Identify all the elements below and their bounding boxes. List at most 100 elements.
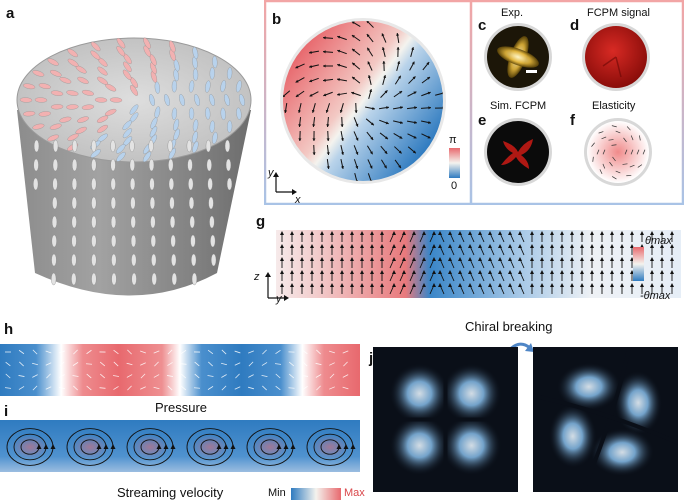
pressure-arrow — [59, 350, 65, 354]
elastic-arrow — [601, 136, 607, 140]
lc-molecule — [191, 131, 198, 144]
director-arrowhead — [309, 65, 312, 69]
pressure-arrow — [59, 361, 65, 367]
section-arrowhead — [458, 231, 462, 235]
section-arrowhead — [640, 283, 644, 287]
lc-molecule — [19, 97, 33, 103]
section-arrowhead — [670, 257, 674, 261]
section-arrowhead — [610, 231, 614, 235]
lc-molecule — [149, 94, 155, 106]
lc-molecule — [168, 147, 176, 160]
section-arrowhead — [650, 257, 654, 261]
director-arrowhead — [323, 36, 326, 40]
director-arrowhead — [323, 78, 326, 82]
director-arrowhead — [326, 138, 330, 141]
pressure-arrow — [193, 387, 201, 389]
director-arrowhead — [311, 109, 315, 113]
section-arrowhead — [340, 270, 344, 274]
section-arrowhead — [438, 283, 442, 287]
vortex-core — [12, 435, 48, 459]
elastic-arrow — [642, 149, 646, 155]
section-arrowhead — [468, 244, 472, 248]
pressure-arrow — [302, 361, 308, 367]
section-arrowhead — [488, 283, 492, 287]
section-arrowhead — [412, 244, 416, 248]
lc-molecule — [151, 272, 157, 286]
panel-label-e: e — [478, 112, 487, 129]
section-arrowhead — [402, 283, 406, 287]
lc-molecule — [91, 177, 97, 191]
lc-molecule — [110, 177, 116, 191]
section-arrowhead — [310, 244, 314, 248]
section-arrowhead — [380, 270, 384, 274]
lc-molecule — [91, 253, 97, 267]
section-arrowhead — [498, 257, 502, 261]
elastic-arrow — [612, 156, 616, 162]
lc-molecule — [236, 107, 242, 120]
vortex-core — [132, 435, 168, 459]
lc-molecule — [47, 58, 59, 66]
lc-molecule — [32, 70, 45, 77]
lc-molecule — [67, 58, 79, 67]
elastic-arrow — [624, 149, 628, 155]
lc-molecule — [122, 69, 132, 80]
section-arrowhead — [590, 283, 594, 287]
director-arrowhead — [337, 92, 340, 96]
director-arrowhead — [325, 109, 329, 113]
pressure-arrow — [288, 373, 295, 379]
section-arrowhead — [320, 231, 324, 235]
pressure-arrow — [342, 374, 349, 378]
panel-label-c: c — [478, 17, 487, 34]
section-arrowhead — [422, 270, 426, 274]
lc-molecule — [49, 123, 62, 130]
section-arrowhead — [280, 231, 284, 235]
pressure-arrow — [86, 349, 92, 355]
section-arrowhead — [630, 283, 634, 287]
director-arrowhead — [355, 123, 359, 127]
section-arrowhead — [660, 283, 664, 287]
lc-molecule — [188, 196, 195, 210]
section-arrowhead — [518, 283, 522, 287]
director-arrowhead — [428, 120, 431, 124]
lc-molecule — [227, 120, 233, 133]
section-arrowhead — [610, 244, 614, 248]
pressure-arrow — [127, 349, 132, 355]
section-arrowhead — [290, 231, 294, 235]
section-arrowhead — [580, 283, 584, 287]
section-arrowhead — [478, 231, 482, 235]
section-arrowhead — [448, 231, 452, 235]
lc-molecule — [52, 196, 58, 210]
section-arrowhead — [660, 244, 664, 248]
section-arrowhead — [508, 257, 512, 261]
exp-image — [484, 23, 552, 91]
lc-molecule — [149, 126, 158, 138]
section-arrowhead — [540, 244, 544, 248]
colorbar-g-max: θmax — [645, 235, 672, 247]
section-arrowhead — [310, 283, 314, 287]
section-arrowhead — [432, 231, 436, 235]
elastic-arrow — [592, 156, 594, 162]
streamline-arrowhead — [223, 444, 229, 449]
pressure-arrow — [86, 385, 92, 391]
lc-molecule — [171, 80, 177, 93]
director-arrowhead — [396, 47, 400, 50]
pressure-arrow — [180, 385, 187, 391]
colorbar-b-min: 0 — [451, 180, 458, 192]
lc-molecule — [150, 62, 157, 75]
director-arrowhead — [369, 151, 373, 155]
lc-molecule — [122, 128, 132, 139]
section-arrowhead — [498, 231, 502, 235]
section-arrowhead — [320, 270, 324, 274]
section-arrowhead — [422, 231, 426, 235]
section-arrowhead — [412, 283, 416, 287]
pressure-arrow — [329, 386, 335, 390]
pressure-arrow — [221, 374, 227, 378]
elastic-arrow — [630, 135, 634, 141]
pressure-arrow — [275, 349, 281, 355]
lc-molecule — [173, 118, 180, 131]
section-arrowhead — [570, 270, 574, 274]
section-arrowhead — [530, 244, 534, 248]
pressure-arrow — [45, 386, 52, 390]
section-arrowhead — [448, 270, 452, 274]
section-arrowhead — [620, 283, 624, 287]
